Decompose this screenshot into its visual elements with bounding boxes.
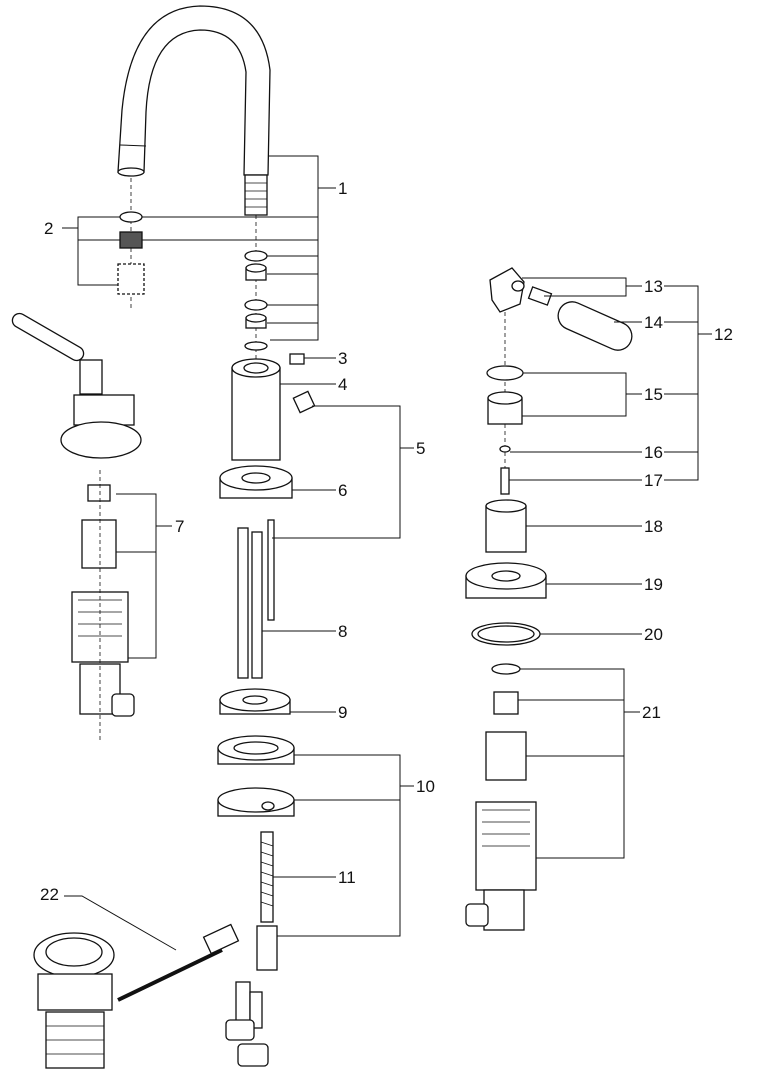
callout-21: 21 [642, 703, 661, 722]
pin [292, 390, 316, 414]
callout-2: 2 [44, 219, 53, 238]
callout-5: 5 [416, 439, 425, 458]
valve-set-right [465, 663, 537, 931]
callout-4: 4 [338, 375, 347, 394]
callout-16: 16 [644, 443, 663, 462]
washer-and-clip [217, 735, 295, 817]
lever [527, 286, 633, 351]
handle-hub [489, 267, 525, 313]
spout [117, 5, 271, 216]
callout-10: 10 [416, 777, 435, 796]
pop-up-waste [33, 923, 240, 1069]
spout-rings [244, 250, 268, 351]
callout-8: 8 [338, 622, 347, 641]
callout-20: 20 [644, 625, 663, 644]
aerator-set [117, 211, 145, 295]
callout-15: 15 [644, 385, 663, 404]
callout-3: 3 [338, 349, 347, 368]
callout-17: 17 [644, 471, 663, 490]
connection-tubes [237, 519, 275, 679]
callout-18: 18 [644, 517, 663, 536]
callout-6: 6 [338, 481, 347, 500]
threaded-rod [225, 831, 278, 1067]
callout-11: 11 [338, 868, 356, 887]
o-ring [471, 622, 541, 646]
callout-9: 9 [338, 703, 347, 722]
callout-1: 1 [338, 179, 347, 198]
screw-small [499, 445, 511, 453]
valve-set-left [11, 312, 142, 717]
callout-13: 13 [644, 277, 663, 296]
leader-lines [62, 155, 712, 951]
rosette-center [219, 465, 293, 499]
callout-22: 22 [40, 885, 59, 904]
cap [486, 365, 524, 425]
callout-labels: 1 2 3 4 5 6 7 8 9 10 11 12 13 14 15 16 1… [40, 179, 733, 904]
spout-base [231, 358, 281, 461]
callout-7: 7 [175, 517, 184, 536]
callout-19: 19 [644, 575, 663, 594]
rosette-right [465, 562, 547, 599]
callout-14: 14 [644, 313, 663, 332]
washer [219, 688, 291, 715]
screw-long [500, 467, 510, 495]
sleeve [485, 499, 527, 553]
callout-12: 12 [714, 325, 733, 344]
set-screw [289, 353, 305, 365]
